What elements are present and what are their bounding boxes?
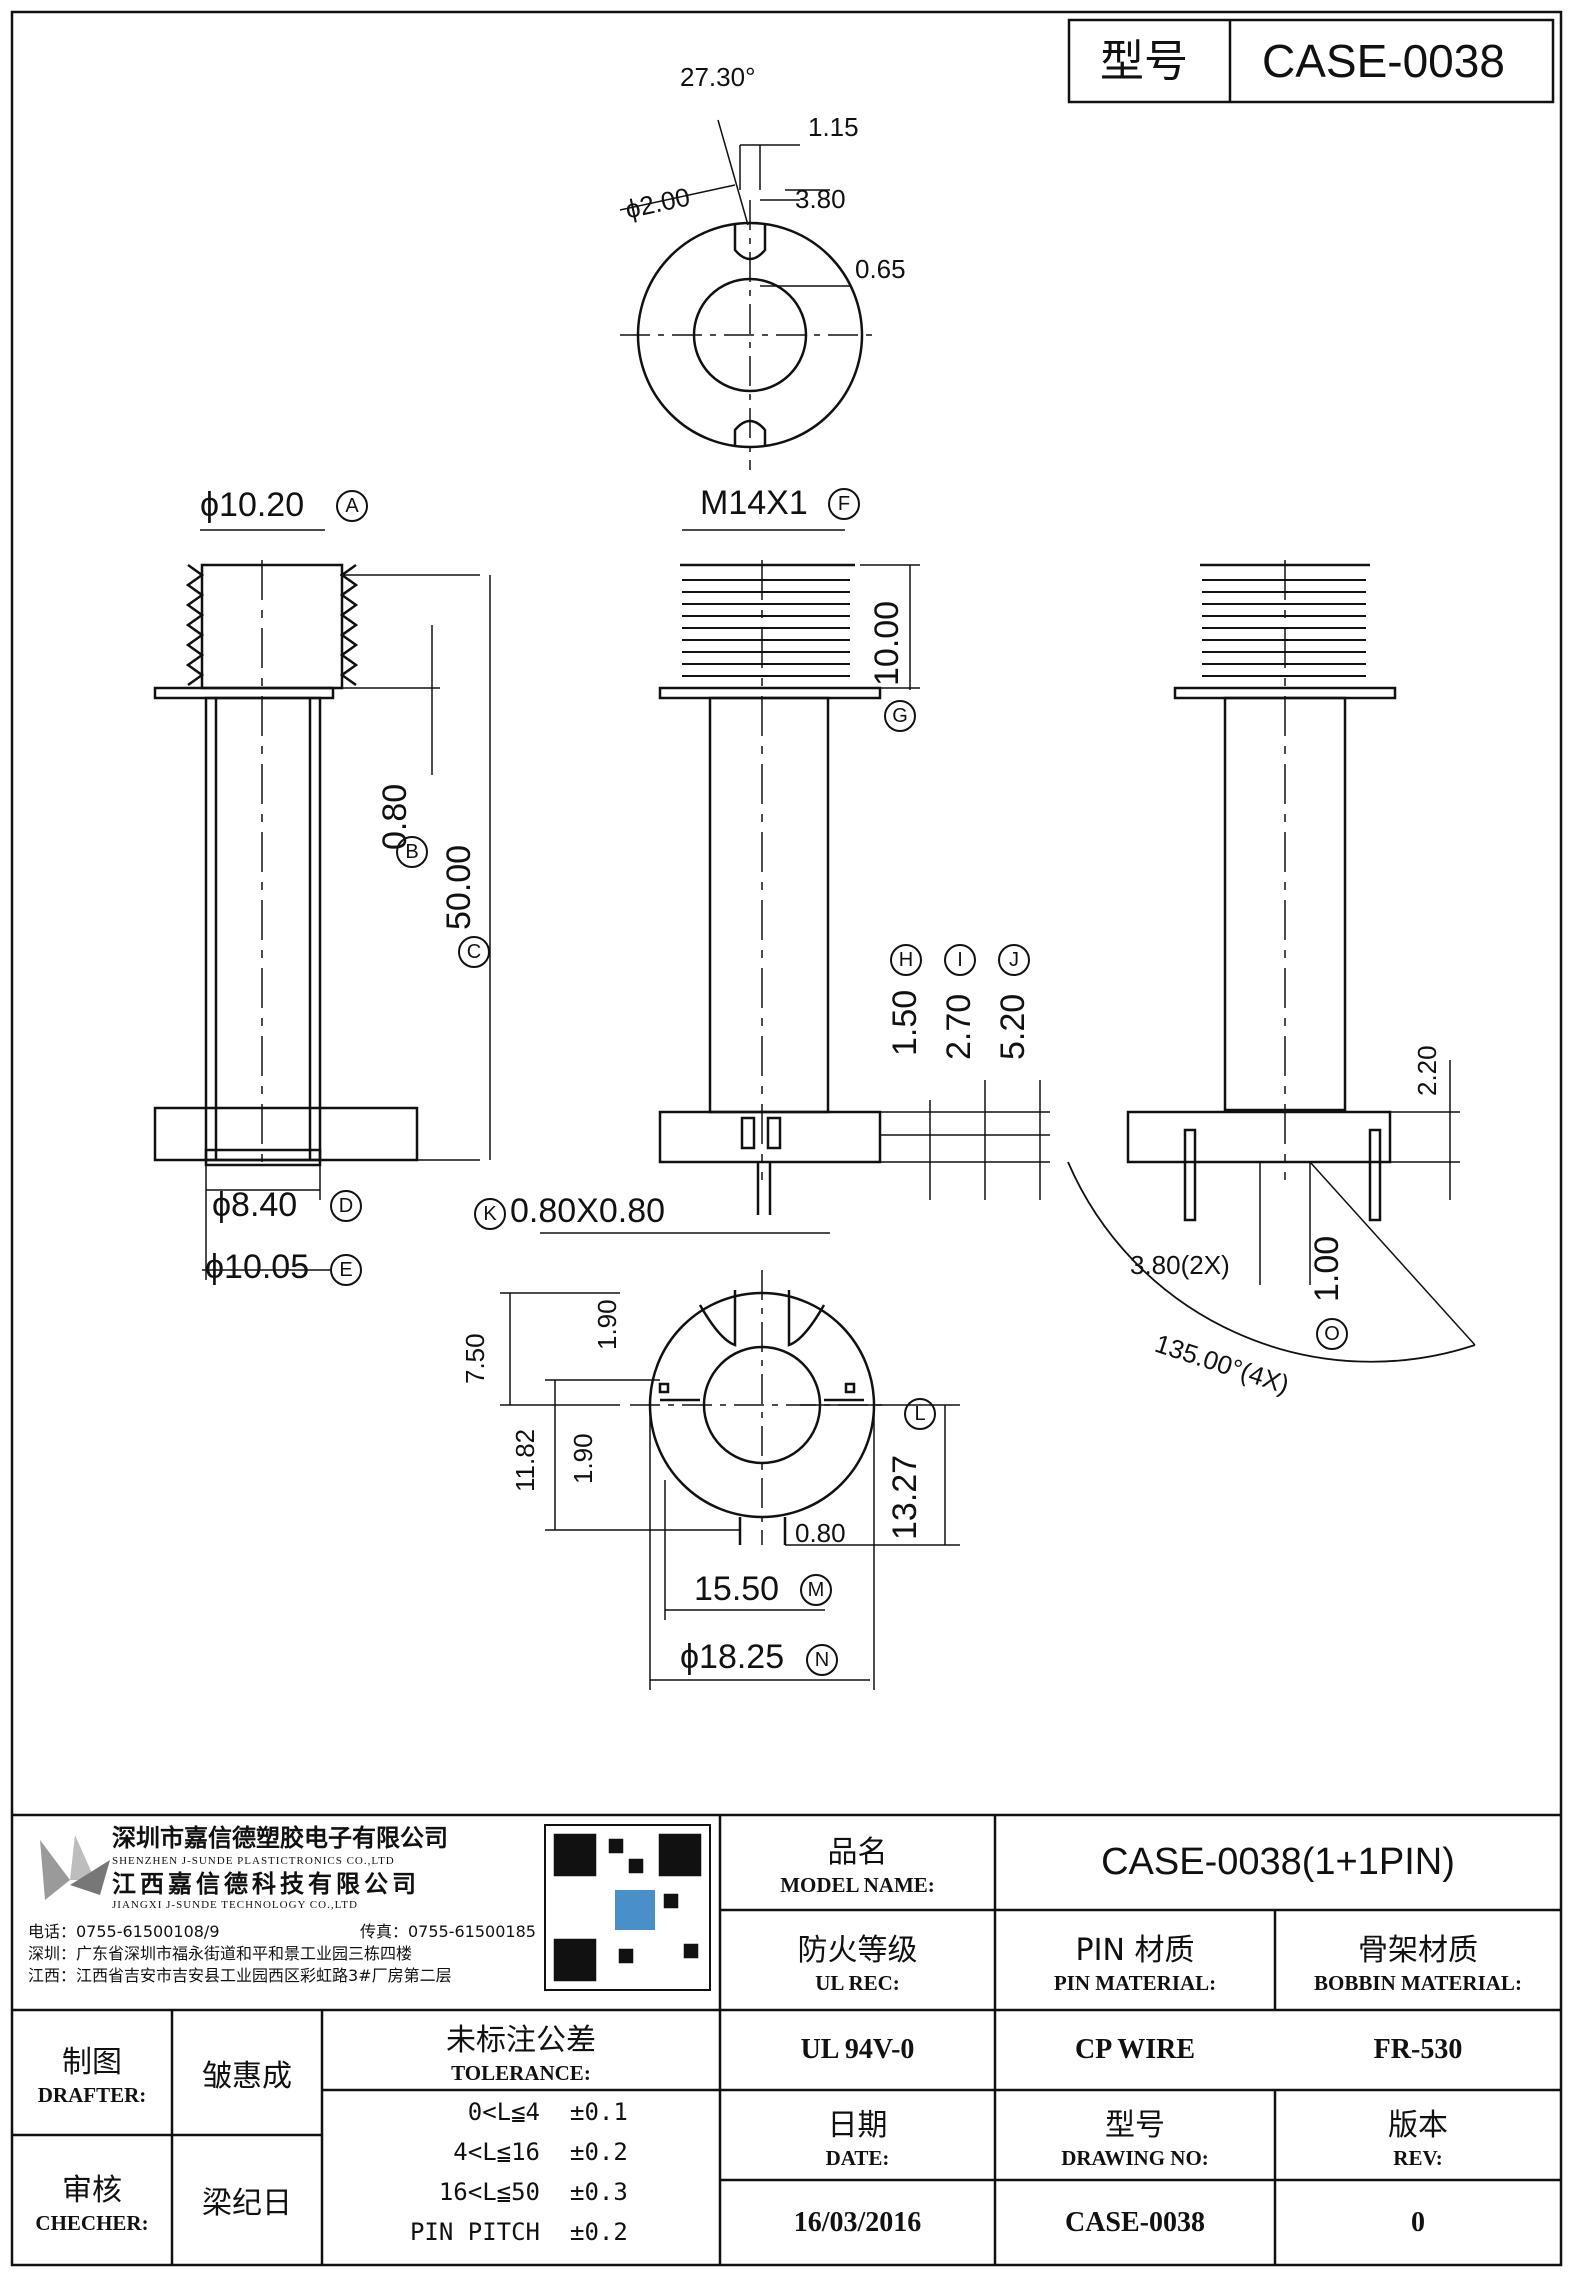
dim-1-00: 1.00: [1308, 1235, 1346, 1302]
top-view: [619, 119, 880, 470]
title-box: [1067, 18, 1555, 104]
dim-0-80-b: 0.80: [795, 1518, 846, 1548]
title-table: [12, 1813, 1561, 2265]
dim-m14: M14X1: [700, 484, 808, 522]
front-view: [540, 529, 1050, 1234]
company-fax: 传真：0755-61500185: [360, 1922, 536, 1941]
pin-value: CP WIRE: [1074, 2034, 1196, 2065]
dim-1-50: 1.50: [886, 989, 924, 1056]
dim-2-70: 2.70: [940, 993, 978, 1060]
dim-1-90-b: 1.90: [568, 1433, 598, 1484]
drawing-no-value: CASE-0038: [1064, 2206, 1205, 2238]
marker-b: B: [396, 836, 428, 868]
company-name-sz: 深圳市嘉信德塑胶电子有限公司: [112, 1824, 448, 1852]
dim-50-00: 50.00: [440, 844, 478, 930]
bottom-view: [500, 1270, 960, 1690]
dim-3-80-2x: 3.80(2X): [1130, 1250, 1230, 1280]
marker-m: M: [800, 1574, 832, 1606]
model-name-value: CASE-0038(1+1PIN): [1101, 1841, 1455, 1883]
dim-0-65: 0.65: [855, 254, 906, 284]
tolerance-row: 4<L≦16±0.2: [453, 2138, 628, 2166]
dim-11-82: 11.82: [510, 1428, 540, 1492]
company-phone: 电话：0755-61500108/9: [28, 1922, 220, 1941]
dim-15-50: 15.50: [694, 1570, 780, 1608]
dim-2-20: 2.20: [1412, 1045, 1442, 1096]
marker-l: L: [904, 1398, 936, 1430]
model-value: CASE-0038: [1262, 35, 1505, 87]
marker-h: H: [890, 944, 922, 976]
marker-g: G: [884, 700, 916, 732]
drawing-frame: [10, 10, 1563, 2267]
dim-pin: 0.80X0.80: [510, 1192, 666, 1230]
marker-k: K: [474, 1198, 506, 1230]
marker-j: J: [998, 944, 1030, 976]
section-view: [153, 529, 491, 1280]
dim-1-15: 1.15: [808, 112, 859, 142]
marker-a: A: [336, 490, 368, 522]
marker-n: N: [806, 1644, 838, 1676]
marker-d: D: [330, 1190, 362, 1222]
dim-7-50: 7.50: [460, 1333, 490, 1384]
company-logo: [40, 1835, 110, 1900]
dim-5-20: 5.20: [994, 993, 1032, 1060]
tolerance-list: 0<L≦4±0.1 4<L≦16±0.2 16<L≦50±0.3 PIN PIT…: [340, 2098, 710, 2258]
marker-f: F: [828, 488, 860, 520]
dim-phi10-20: ϕ10.20: [200, 486, 305, 524]
drafter-name: 皱惠成: [202, 2058, 292, 2094]
model-label: 型号: [1100, 36, 1188, 87]
ul-value: UL 94V-0: [800, 2034, 915, 2065]
dim-1-90-a: 1.90: [592, 1299, 622, 1350]
qr-code: [544, 1824, 711, 1991]
checker-name: 梁纪日: [202, 2186, 292, 2221]
marker-e: E: [330, 1254, 362, 1286]
tolerance-row: 16<L≦50±0.3: [438, 2178, 628, 2206]
marker-i: I: [944, 944, 976, 976]
rev-value: 0: [1411, 2206, 1425, 2238]
company-name-sz-en: SHENZHEN J-SUNDE PLASTICTRONICS CO.,LTD: [112, 1855, 395, 1867]
company-addr-jx: 江西：江西省吉安市吉安县工业园西区彩虹路3#厂房第二层: [28, 1966, 452, 1985]
right-view: [1067, 560, 1476, 1363]
tolerance-row: PIN PITCH±0.2: [409, 2218, 628, 2246]
dim-10-00: 10.00: [868, 600, 906, 686]
dim-angle-27: 27.30°: [680, 62, 756, 92]
company-name-jx-en: JIANGXI J-SUNDE TECHNOLOGY CO.,LTD: [112, 1899, 358, 1911]
dim-phi10-05: ϕ10.05: [205, 1248, 310, 1286]
company-addr-sz: 深圳：广东省深圳市福永街道和平和景工业园三栋四楼: [28, 1944, 413, 1963]
bobbin-value: FR-530: [1373, 2034, 1463, 2065]
dim-3-80: 3.80: [795, 184, 846, 214]
marker-c: C: [458, 936, 490, 968]
tolerance-row: 0<L≦4±0.1: [467, 2098, 628, 2126]
date-value: 16/03/2016: [793, 2206, 922, 2238]
company-name-jx: 江西嘉信德科技有限公司: [112, 1870, 420, 1898]
dim-phi8-40: ϕ8.40: [212, 1186, 298, 1224]
marker-o: O: [1316, 1318, 1348, 1350]
dim-phi18-25: ϕ18.25: [680, 1638, 785, 1676]
dim-13-27: 13.27: [886, 1454, 924, 1540]
